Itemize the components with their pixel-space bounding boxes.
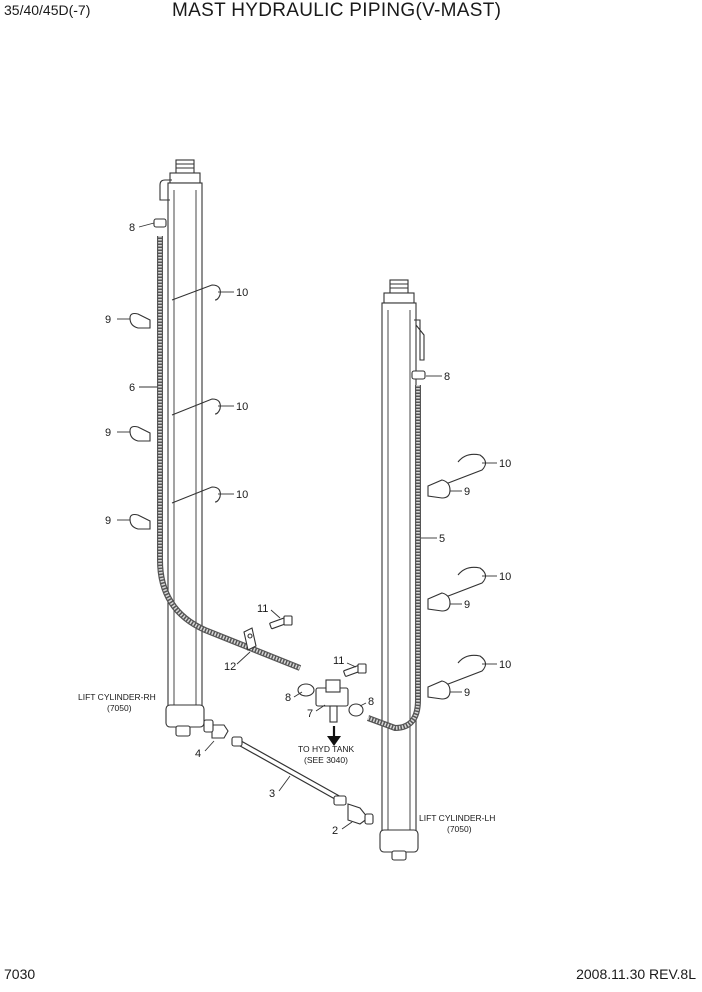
callout-9: 9 bbox=[105, 314, 111, 326]
callout-10: 10 bbox=[499, 571, 511, 583]
hose-rh bbox=[157, 236, 302, 671]
callout-9: 9 bbox=[464, 486, 470, 498]
callout-9: 9 bbox=[105, 515, 111, 527]
hyd-tank-ref: (SEE 3040) bbox=[304, 755, 348, 765]
page-title: MAST HYDRAULIC PIPING(V-MAST) bbox=[172, 0, 502, 21]
page-number: 7030 bbox=[4, 966, 36, 982]
bolt-upper bbox=[269, 615, 293, 630]
callout-2: 2 bbox=[332, 825, 338, 837]
callout-8: 8 bbox=[444, 371, 450, 383]
revision-date: 2008.11.30 REV.8L bbox=[576, 966, 696, 982]
lift-cylinder-rh-ref: (7050) bbox=[107, 703, 132, 713]
callout-8: 8 bbox=[285, 692, 291, 704]
callout-7: 7 bbox=[307, 708, 313, 720]
callout-10: 10 bbox=[236, 287, 248, 299]
hose-bracket bbox=[243, 627, 257, 651]
lift-cylinder-lh-label: LIFT CYLINDER-LH bbox=[419, 813, 495, 823]
clamp-lh-top bbox=[411, 370, 426, 380]
steel-pipe bbox=[231, 736, 347, 806]
elbow-adapter bbox=[203, 719, 229, 739]
callout-3: 3 bbox=[269, 788, 275, 800]
callout-10: 10 bbox=[236, 489, 248, 501]
down-arrow-icon bbox=[327, 726, 341, 746]
lift-cylinder-lh-ref: (7050) bbox=[447, 824, 472, 834]
model-code: 35/40/45D(-7) bbox=[4, 2, 91, 18]
callout-8: 8 bbox=[129, 222, 135, 234]
callout-9: 9 bbox=[464, 599, 470, 611]
clamps-rh bbox=[129, 312, 151, 530]
callout-10: 10 bbox=[499, 659, 511, 671]
callout-9: 9 bbox=[105, 427, 111, 439]
callout-12: 12 bbox=[224, 661, 236, 673]
clip-bands-lh bbox=[429, 453, 487, 692]
hose-lh bbox=[366, 385, 421, 732]
lift-cylinder-rh-label: LIFT CYLINDER-RH bbox=[78, 692, 156, 702]
connector-fitting bbox=[347, 803, 374, 825]
callout-5: 5 bbox=[439, 533, 445, 545]
callout-10: 10 bbox=[236, 401, 248, 413]
callout-10: 10 bbox=[499, 458, 511, 470]
callout-9: 9 bbox=[464, 687, 470, 699]
clamp-rh-top bbox=[153, 218, 167, 228]
clamps-lh bbox=[427, 479, 451, 700]
callout-11: 11 bbox=[333, 655, 344, 667]
leader-lines bbox=[117, 222, 497, 830]
lift-cylinder-rh bbox=[159, 159, 205, 737]
hyd-tank-label: TO HYD TANK bbox=[298, 744, 355, 754]
bolt-lower bbox=[343, 663, 367, 677]
callout-8: 8 bbox=[368, 696, 374, 708]
clip-bands-rh bbox=[171, 284, 221, 504]
callout-11: 11 bbox=[257, 603, 268, 615]
callout-6: 6 bbox=[129, 382, 135, 394]
callout-4: 4 bbox=[195, 748, 201, 760]
tee-fitting bbox=[297, 679, 364, 723]
